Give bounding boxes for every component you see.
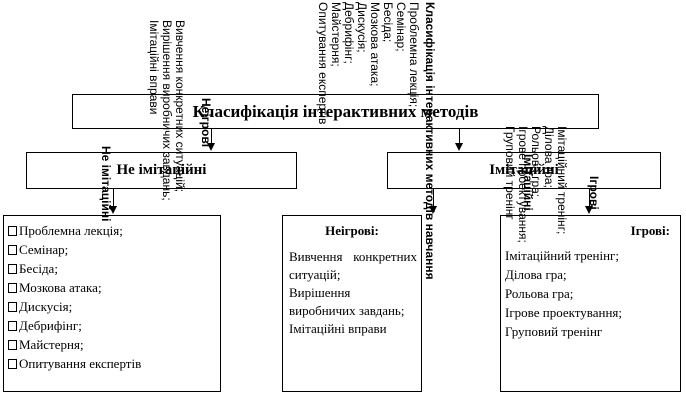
- list-item: Груповий тренінг: [505, 324, 603, 339]
- non-imitation-list: Проблемна лекція; Семінар; Бесіда; Мозко…: [8, 221, 216, 373]
- rotated-overlay-imitation: Імітаційні: [521, 154, 535, 211]
- non-game-body: Вивчення конкретних ситуацій; Вирішення …: [289, 248, 417, 338]
- non-game-methods-box: Неігрові: Вивчення конкретних ситуацій; …: [282, 215, 422, 392]
- checkbox-icon: [8, 302, 17, 312]
- rotated-overlay-game-list: Імітаційний тренінг; Ділова гра; Рольова…: [503, 126, 569, 243]
- non-imitation-methods-box: Проблемна лекція; Семінар; Бесіда; Мозко…: [3, 215, 221, 392]
- category-label-imitation: Імітаційні: [489, 162, 559, 178]
- arrow-down-icon: [207, 143, 215, 151]
- text-line: Вирішення виробничих завдань;: [289, 285, 405, 318]
- list-item: Ділова гра;: [505, 267, 567, 282]
- rotated-overlay-non-imitation: Не імітаційні: [99, 146, 113, 222]
- rotated-overlay-game-heading: Ігрові: [587, 176, 601, 210]
- list-item: Опитування експертів: [8, 354, 216, 373]
- connector-line: [589, 189, 590, 206]
- checkbox-icon: [8, 226, 17, 236]
- list-item: Семінар;: [8, 240, 216, 259]
- checkbox-icon: [8, 359, 17, 369]
- list-item: Майстерня;: [8, 335, 216, 354]
- rotated-overlay-methods-list: Проблемна лекція; Семінар; Бесіда; Мозко…: [316, 2, 421, 125]
- checkbox-icon: [8, 340, 17, 350]
- checkbox-icon: [8, 245, 17, 255]
- checkbox-icon: [8, 321, 17, 331]
- text-line: Вивчення конкретних ситуацій;: [289, 249, 417, 282]
- connector-line: [433, 189, 434, 206]
- list-item: Ігрове проектування;: [505, 305, 623, 320]
- rotated-overlay-non-game-text: Вивчення конкретних ситуацій; Вирішення …: [147, 20, 187, 201]
- list-item: Імітаційний тренінг;: [505, 248, 620, 263]
- game-list: Імітаційний тренінг; Ділова гра; Рольова…: [505, 246, 676, 341]
- connector-line: [211, 129, 212, 143]
- rotated-overlay-non-game-heading: Неігрові: [199, 98, 213, 148]
- non-game-heading: Неігрові:: [325, 223, 379, 238]
- text-line: Імітаційні вправи: [289, 321, 387, 336]
- rotated-overlay-classification-title: Класифікація інтерактивних методів навча…: [423, 2, 437, 280]
- arrow-down-icon: [109, 206, 117, 214]
- category-label-non-imitation: Не імітаційні: [116, 162, 207, 178]
- list-item: Рольова гра;: [505, 286, 574, 301]
- game-heading: Ігрові:: [630, 223, 670, 238]
- list-item: Дискусія;: [8, 297, 216, 316]
- list-item: Бесіда;: [8, 259, 216, 278]
- arrow-down-icon: [585, 206, 593, 214]
- category-box-non-imitation: Не імітаційні: [26, 152, 297, 189]
- connector-line: [459, 129, 460, 143]
- checkbox-icon: [8, 283, 17, 293]
- list-item: Мозкова атака;: [8, 278, 216, 297]
- list-item: Проблемна лекція;: [8, 221, 216, 240]
- arrow-down-icon: [455, 143, 463, 151]
- diagram-title: Класифікація інтерактивних методів: [192, 102, 479, 121]
- list-item: Дебрифінг;: [8, 316, 216, 335]
- title-box: Класифікація інтерактивних методів: [72, 94, 599, 129]
- connector-line: [113, 189, 114, 206]
- category-box-imitation: Імітаційні: [387, 152, 661, 189]
- checkbox-icon: [8, 264, 17, 274]
- arrow-down-icon: [429, 206, 437, 214]
- game-methods-box: Ігрові: Імітаційний тренінг; Ділова гра;…: [500, 215, 681, 392]
